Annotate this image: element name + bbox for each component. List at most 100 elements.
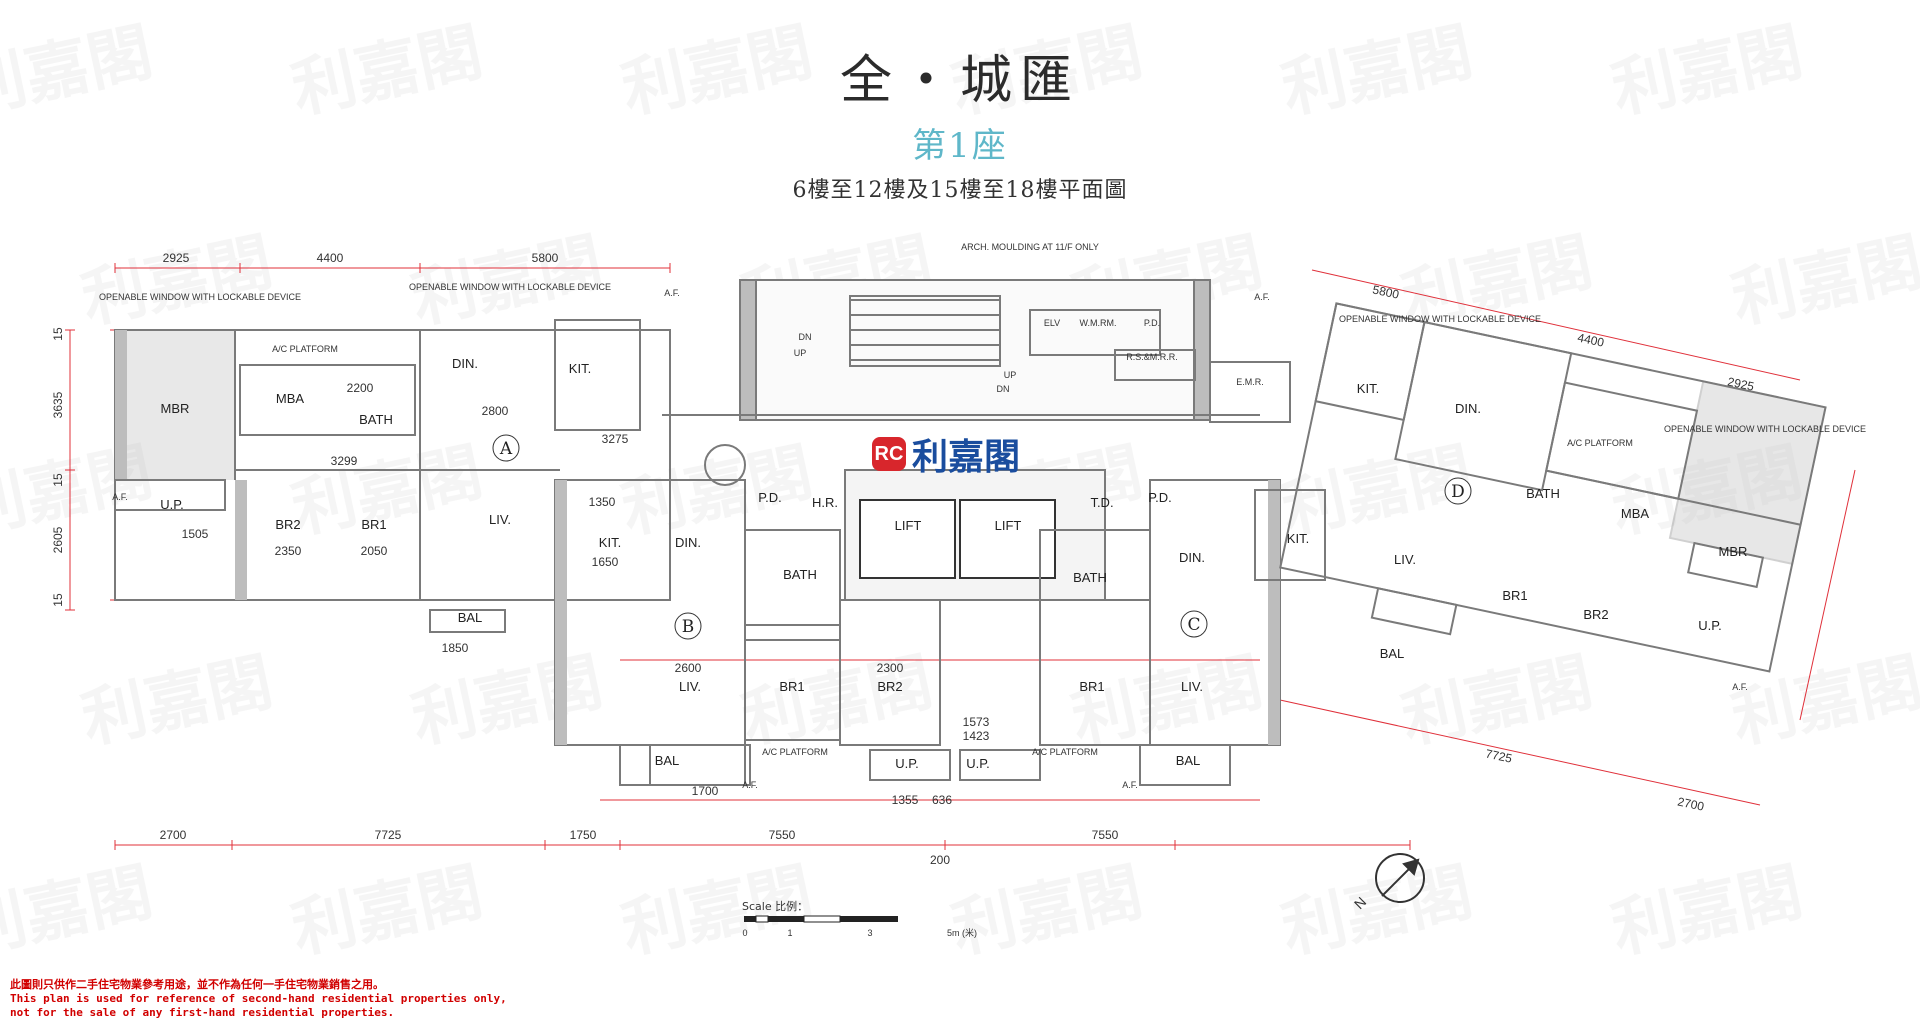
label-bal-a: BAL bbox=[458, 610, 483, 625]
flat-a-walls bbox=[114, 319, 671, 633]
label-dn-2: DN bbox=[997, 384, 1010, 394]
label-din-c: DIN. bbox=[1179, 550, 1205, 565]
dim-inner-0: 2800 bbox=[482, 404, 509, 418]
flat-c-label: C bbox=[1187, 615, 1200, 635]
core-walls bbox=[662, 279, 1291, 601]
label-liv-d: LIV. bbox=[1394, 552, 1416, 567]
label-ac-a: A/C PLATFORM bbox=[272, 344, 338, 354]
scale-tick-0: 0 bbox=[742, 928, 747, 938]
flat-b-label: B bbox=[682, 617, 695, 637]
dim-inner-13: 1650 bbox=[592, 555, 619, 569]
label-kit-d: KIT. bbox=[1357, 381, 1379, 396]
dim-bottom-3: 7550 bbox=[769, 828, 796, 842]
label-lift-2: LIFT bbox=[995, 518, 1022, 533]
dim-top-r-1: 4400 bbox=[1576, 330, 1605, 349]
dim-bottom-1: 7725 bbox=[375, 828, 402, 842]
label-mbr-a: MBR bbox=[161, 401, 190, 416]
disclaimer-line-2: This plan is used for reference of secon… bbox=[10, 992, 507, 1005]
label-rsmrr: R.S.&M.R.R. bbox=[1126, 352, 1178, 362]
dim-side-1: 3635 bbox=[51, 391, 65, 418]
north-arrow-icon: N bbox=[1351, 853, 1425, 912]
dim-inner-7: 1850 bbox=[442, 641, 469, 655]
dim-inner-6: 1423 bbox=[963, 729, 990, 743]
dim-inner-4: 2300 bbox=[877, 661, 904, 675]
logo-text: 利嘉閣 bbox=[912, 436, 1021, 478]
dim-bottom-4: 7550 bbox=[1092, 828, 1119, 842]
label-pd-c: P.D. bbox=[1148, 490, 1172, 505]
label-bath-b: BATH bbox=[783, 567, 817, 582]
inner-dimensions: 2800 2350 2050 2600 2300 1573 1423 1850 … bbox=[182, 381, 990, 807]
dim-side-2: 15 bbox=[51, 473, 65, 487]
scale-tick-1: 1 bbox=[787, 928, 792, 938]
dim-top-l-0: 2925 bbox=[163, 251, 190, 265]
label-liv-b: LIV. bbox=[679, 679, 701, 694]
flat-c-walls bbox=[959, 479, 1326, 786]
scale-tick-2: 3 bbox=[867, 928, 872, 938]
af-tag-3: A.F. bbox=[1254, 292, 1270, 302]
label-kit-c: KIT. bbox=[1287, 531, 1309, 546]
label-kit-a: KIT. bbox=[569, 361, 591, 376]
label-elv: ELV bbox=[1044, 318, 1060, 328]
af-tag-1: A.F. bbox=[664, 288, 680, 298]
label-bal-c: BAL bbox=[1176, 753, 1201, 768]
block-title: 第1座 bbox=[912, 126, 1008, 166]
label-br2-b: BR2 bbox=[877, 679, 902, 694]
dim-inner-16: 1505 bbox=[182, 527, 209, 541]
note-window-d2: OPENABLE WINDOW WITH LOCKABLE DEVICE bbox=[1664, 424, 1866, 434]
dim-inner-14: 3275 bbox=[602, 432, 629, 446]
label-td: T.D. bbox=[1090, 495, 1113, 510]
label-bath-a: BATH bbox=[359, 412, 393, 427]
svg-text:N: N bbox=[1351, 894, 1369, 912]
dim-inner-9: 1355 bbox=[892, 793, 919, 807]
label-bal-d: BAL bbox=[1380, 646, 1405, 661]
dim-right-1: 2700 bbox=[1676, 794, 1705, 813]
dim-inner-8: 1700 bbox=[692, 784, 719, 798]
label-bath-d: BATH bbox=[1526, 486, 1560, 501]
label-wmrm: W.M.RM. bbox=[1080, 318, 1117, 328]
disclaimer-line-1: 此圖則只供作二手住宅物業參考用途，並不作為任何一手住宅物業銷售之用。 bbox=[10, 978, 384, 991]
label-up-stair-2: UP bbox=[1004, 370, 1017, 380]
dim-inner-2: 2050 bbox=[361, 544, 388, 558]
label-bath-c: BATH bbox=[1073, 570, 1107, 585]
logo: RC 利嘉閣 bbox=[872, 428, 1020, 480]
plan-notes: OPENABLE WINDOW WITH LOCKABLE DEVICE OPE… bbox=[99, 242, 1866, 434]
logo-mark-icon: RC bbox=[872, 437, 906, 471]
dim-inner-3: 2600 bbox=[675, 661, 702, 675]
dim-top-r-2: 2925 bbox=[1726, 374, 1755, 393]
scale-label: Scale 比例： bbox=[742, 900, 809, 913]
label-din-d: DIN. bbox=[1455, 401, 1481, 416]
bottom-dimensions: 2700 7725 1750 7550 7550 200 7725 2700 bbox=[160, 746, 1706, 867]
af-tags: A.F. A.F. A.F. A.F. A.F. A.F. bbox=[112, 288, 1748, 790]
label-ac-c: A/C PLATFORM bbox=[1032, 747, 1098, 757]
label-hr: H.R. bbox=[812, 495, 838, 510]
dim-top-r-0: 5800 bbox=[1371, 282, 1400, 301]
label-mba-a: MBA bbox=[276, 391, 305, 406]
dim-inner-5: 1573 bbox=[963, 715, 990, 729]
label-pd-core: P.D. bbox=[1144, 318, 1160, 328]
label-liv-c: LIV. bbox=[1181, 679, 1203, 694]
label-ac-b: A/C PLATFORM bbox=[762, 747, 828, 757]
label-br1-d: BR1 bbox=[1502, 588, 1527, 603]
label-emr: E.M.R. bbox=[1236, 377, 1264, 387]
note-window-a: OPENABLE WINDOW WITH LOCKABLE DEVICE bbox=[99, 292, 301, 302]
label-up-stair-1: UP bbox=[794, 348, 807, 358]
label-ac-d: A/C PLATFORM bbox=[1567, 438, 1633, 448]
label-br2-a: BR2 bbox=[275, 517, 300, 532]
dim-bottom-center: 200 bbox=[930, 853, 950, 867]
label-mbr-d: MBR bbox=[1719, 544, 1748, 559]
dim-side-4: 15 bbox=[51, 593, 65, 607]
label-br1-b: BR1 bbox=[779, 679, 804, 694]
flat-d-label: D bbox=[1451, 482, 1465, 502]
label-kit-b: KIT. bbox=[599, 535, 621, 550]
label-br1-a: BR1 bbox=[361, 517, 386, 532]
dim-inner-11: 3299 bbox=[331, 454, 358, 468]
flat-d-walls bbox=[1279, 302, 1827, 673]
page-title: 全・城匯 bbox=[839, 51, 1080, 111]
label-liv-a: LIV. bbox=[489, 512, 511, 527]
label-lift-1: LIFT bbox=[895, 518, 922, 533]
dim-inner-1: 2350 bbox=[275, 544, 302, 558]
scale-tick-3: 5m (米) bbox=[947, 927, 977, 938]
label-bal-b: BAL bbox=[655, 753, 680, 768]
label-dn-1: DN bbox=[799, 332, 812, 342]
